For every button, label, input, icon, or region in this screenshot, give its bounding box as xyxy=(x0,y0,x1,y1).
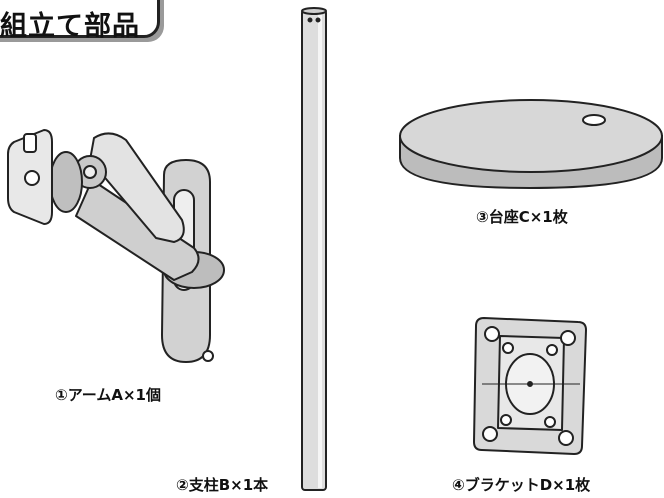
section-title-tab xyxy=(0,0,160,38)
part-label-pole: ②支柱B×1本 xyxy=(176,476,269,494)
part-label-arm: ①アームA×1個 xyxy=(55,386,161,404)
part-label-bracket: ④ブラケットD×1枚 xyxy=(452,476,591,494)
round-base-icon xyxy=(399,99,663,190)
vesa-bracket-icon xyxy=(473,317,587,455)
support-pole-icon xyxy=(301,7,327,491)
monitor-arm-icon xyxy=(7,129,225,363)
section-title: 組立て部品 xyxy=(0,11,140,42)
part-label-base: ③台座C×1枚 xyxy=(476,208,568,226)
